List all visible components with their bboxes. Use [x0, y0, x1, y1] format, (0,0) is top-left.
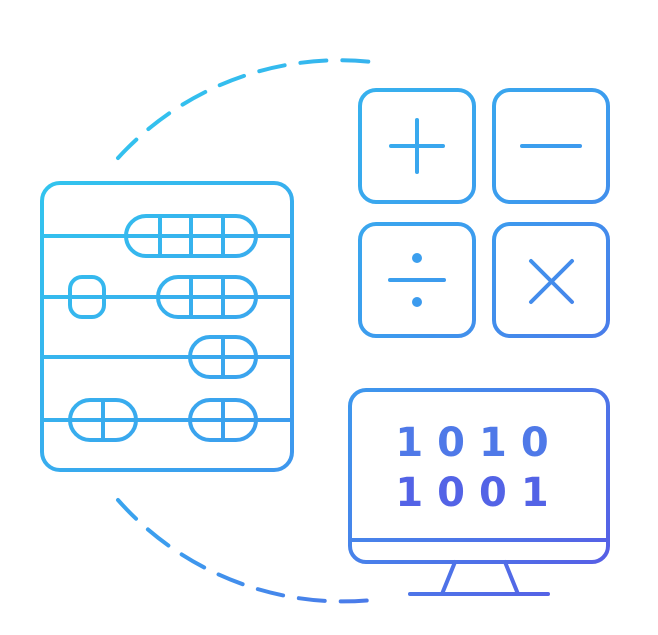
binary-line-2: 1001: [395, 470, 562, 516]
binary-line-1: 1010: [395, 420, 562, 466]
dashed-circle-icon: [116, 58, 374, 604]
plus-icon: [358, 88, 476, 204]
computer-monitor-icon: 1010 1001: [348, 388, 610, 596]
divide-icon: [358, 222, 476, 338]
minus-icon: [492, 88, 610, 204]
abacus-icon: [40, 181, 294, 472]
multiply-icon: [492, 222, 610, 338]
